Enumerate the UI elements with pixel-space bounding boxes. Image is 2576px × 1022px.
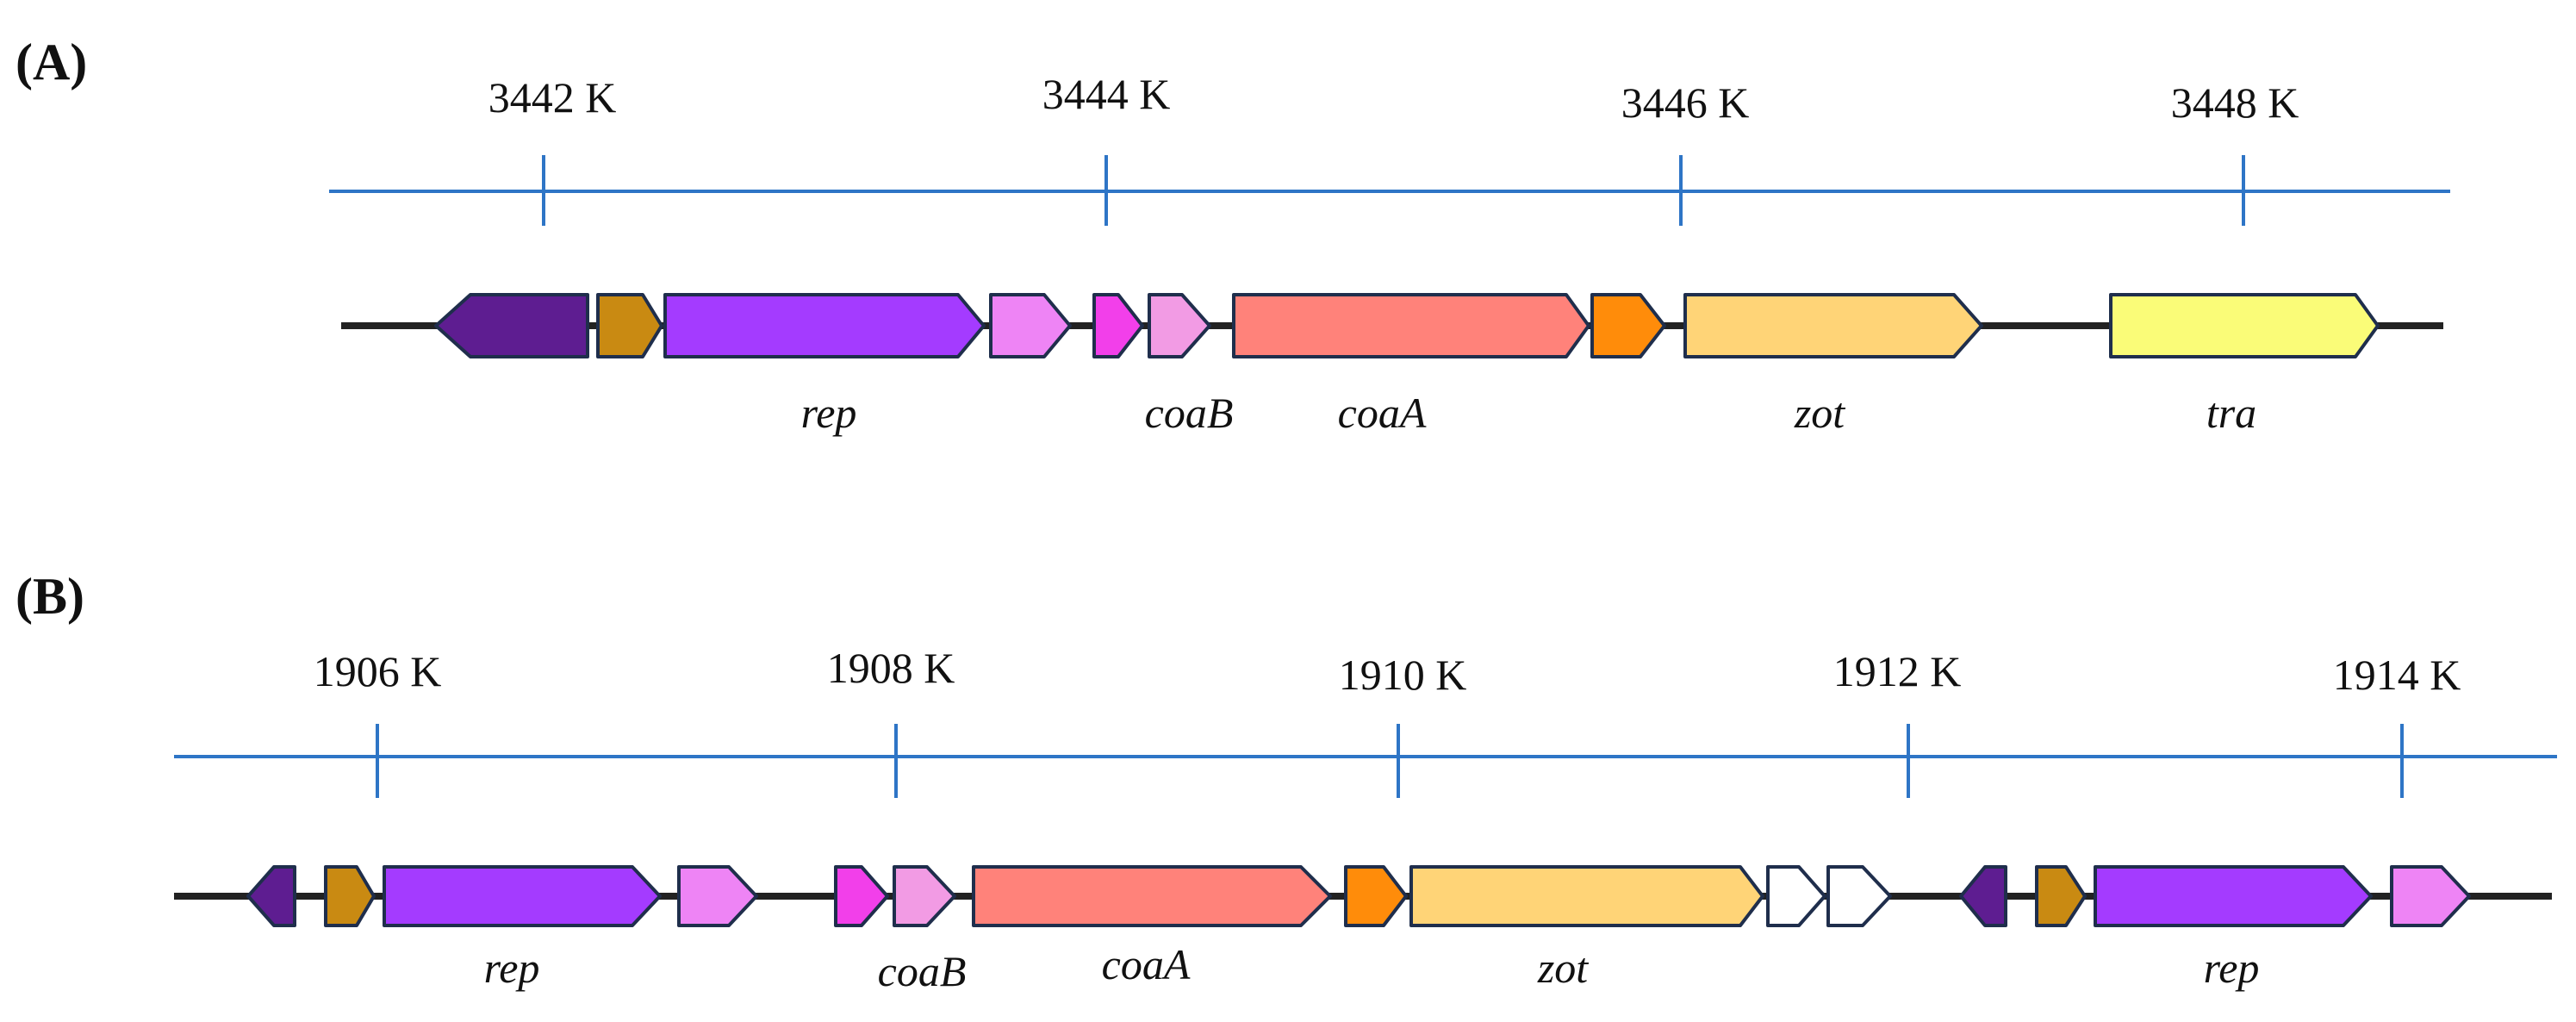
rep-gene	[663, 293, 986, 358]
tick-label: 1908 K	[827, 644, 955, 692]
light-pink-gene	[677, 865, 758, 927]
orange-gene	[1590, 293, 1666, 358]
gene-label-coab: coaB	[1145, 389, 1234, 437]
tick-label: 3442 K	[488, 73, 617, 122]
panel-b-label: (B)	[16, 568, 84, 625]
rep-gene	[383, 865, 662, 927]
tra-gene	[2109, 293, 2380, 358]
coaa-gene	[1232, 293, 1590, 358]
panel-a: (A) 3442 K 3444 K 3446 K 3448 K rep coaB	[16, 34, 2450, 437]
zot-gene	[1683, 293, 1983, 358]
tick-label: 1914 K	[2333, 651, 2461, 699]
panel-a-label: (A)	[16, 34, 87, 90]
gold-gene	[324, 865, 376, 927]
gene-label-tra: tra	[2206, 389, 2256, 437]
tick-label: 1910 K	[1339, 651, 1467, 699]
dark-purple-gene	[434, 293, 589, 358]
zot-gene	[1409, 865, 1764, 927]
panel-a-axis	[329, 155, 2450, 226]
panel-a-genes	[434, 293, 2380, 358]
gene-label-zot: zot	[1537, 944, 1589, 992]
dark-purple-gene	[246, 865, 296, 927]
magenta-gene	[834, 865, 889, 927]
gold-gene-2	[2035, 865, 2087, 927]
panel-b: (B) 1906 K 1908 K 1910 K 1912 K 1914 K	[16, 568, 2557, 995]
light-pink-gene	[989, 293, 1072, 358]
tick-label: 3446 K	[1621, 78, 1750, 127]
tick-label: 1912 K	[1833, 647, 1962, 695]
tick-label: 3448 K	[2171, 78, 2299, 127]
coaa-gene	[972, 865, 1332, 927]
white-gene-1	[1766, 865, 1826, 927]
panel-b-axis	[174, 724, 2557, 798]
tick-label: 3444 K	[1042, 70, 1171, 118]
gene-label-rep: rep	[484, 944, 540, 992]
white-gene-2	[1826, 865, 1892, 927]
gene-label-coaa: coaA	[1102, 940, 1191, 988]
gene-label-rep: rep	[801, 389, 857, 437]
gene-label-zot: zot	[1794, 389, 1845, 437]
coab-gene	[1148, 293, 1211, 358]
panel-b-genes	[246, 865, 2471, 927]
gene-label-coaa: coaA	[1338, 389, 1427, 437]
dark-purple-gene-2	[1959, 865, 2007, 927]
light-pink-gene-2	[2390, 865, 2471, 927]
gold-gene	[596, 293, 663, 358]
tick-label: 1906 K	[314, 647, 442, 695]
orange-gene	[1344, 865, 1408, 927]
gene-label-rep-2: rep	[2204, 944, 2260, 992]
magenta-gene	[1092, 293, 1144, 358]
rep-gene-2	[2094, 865, 2373, 927]
gene-label-coab: coaB	[878, 947, 967, 995]
coab-gene	[893, 865, 956, 927]
